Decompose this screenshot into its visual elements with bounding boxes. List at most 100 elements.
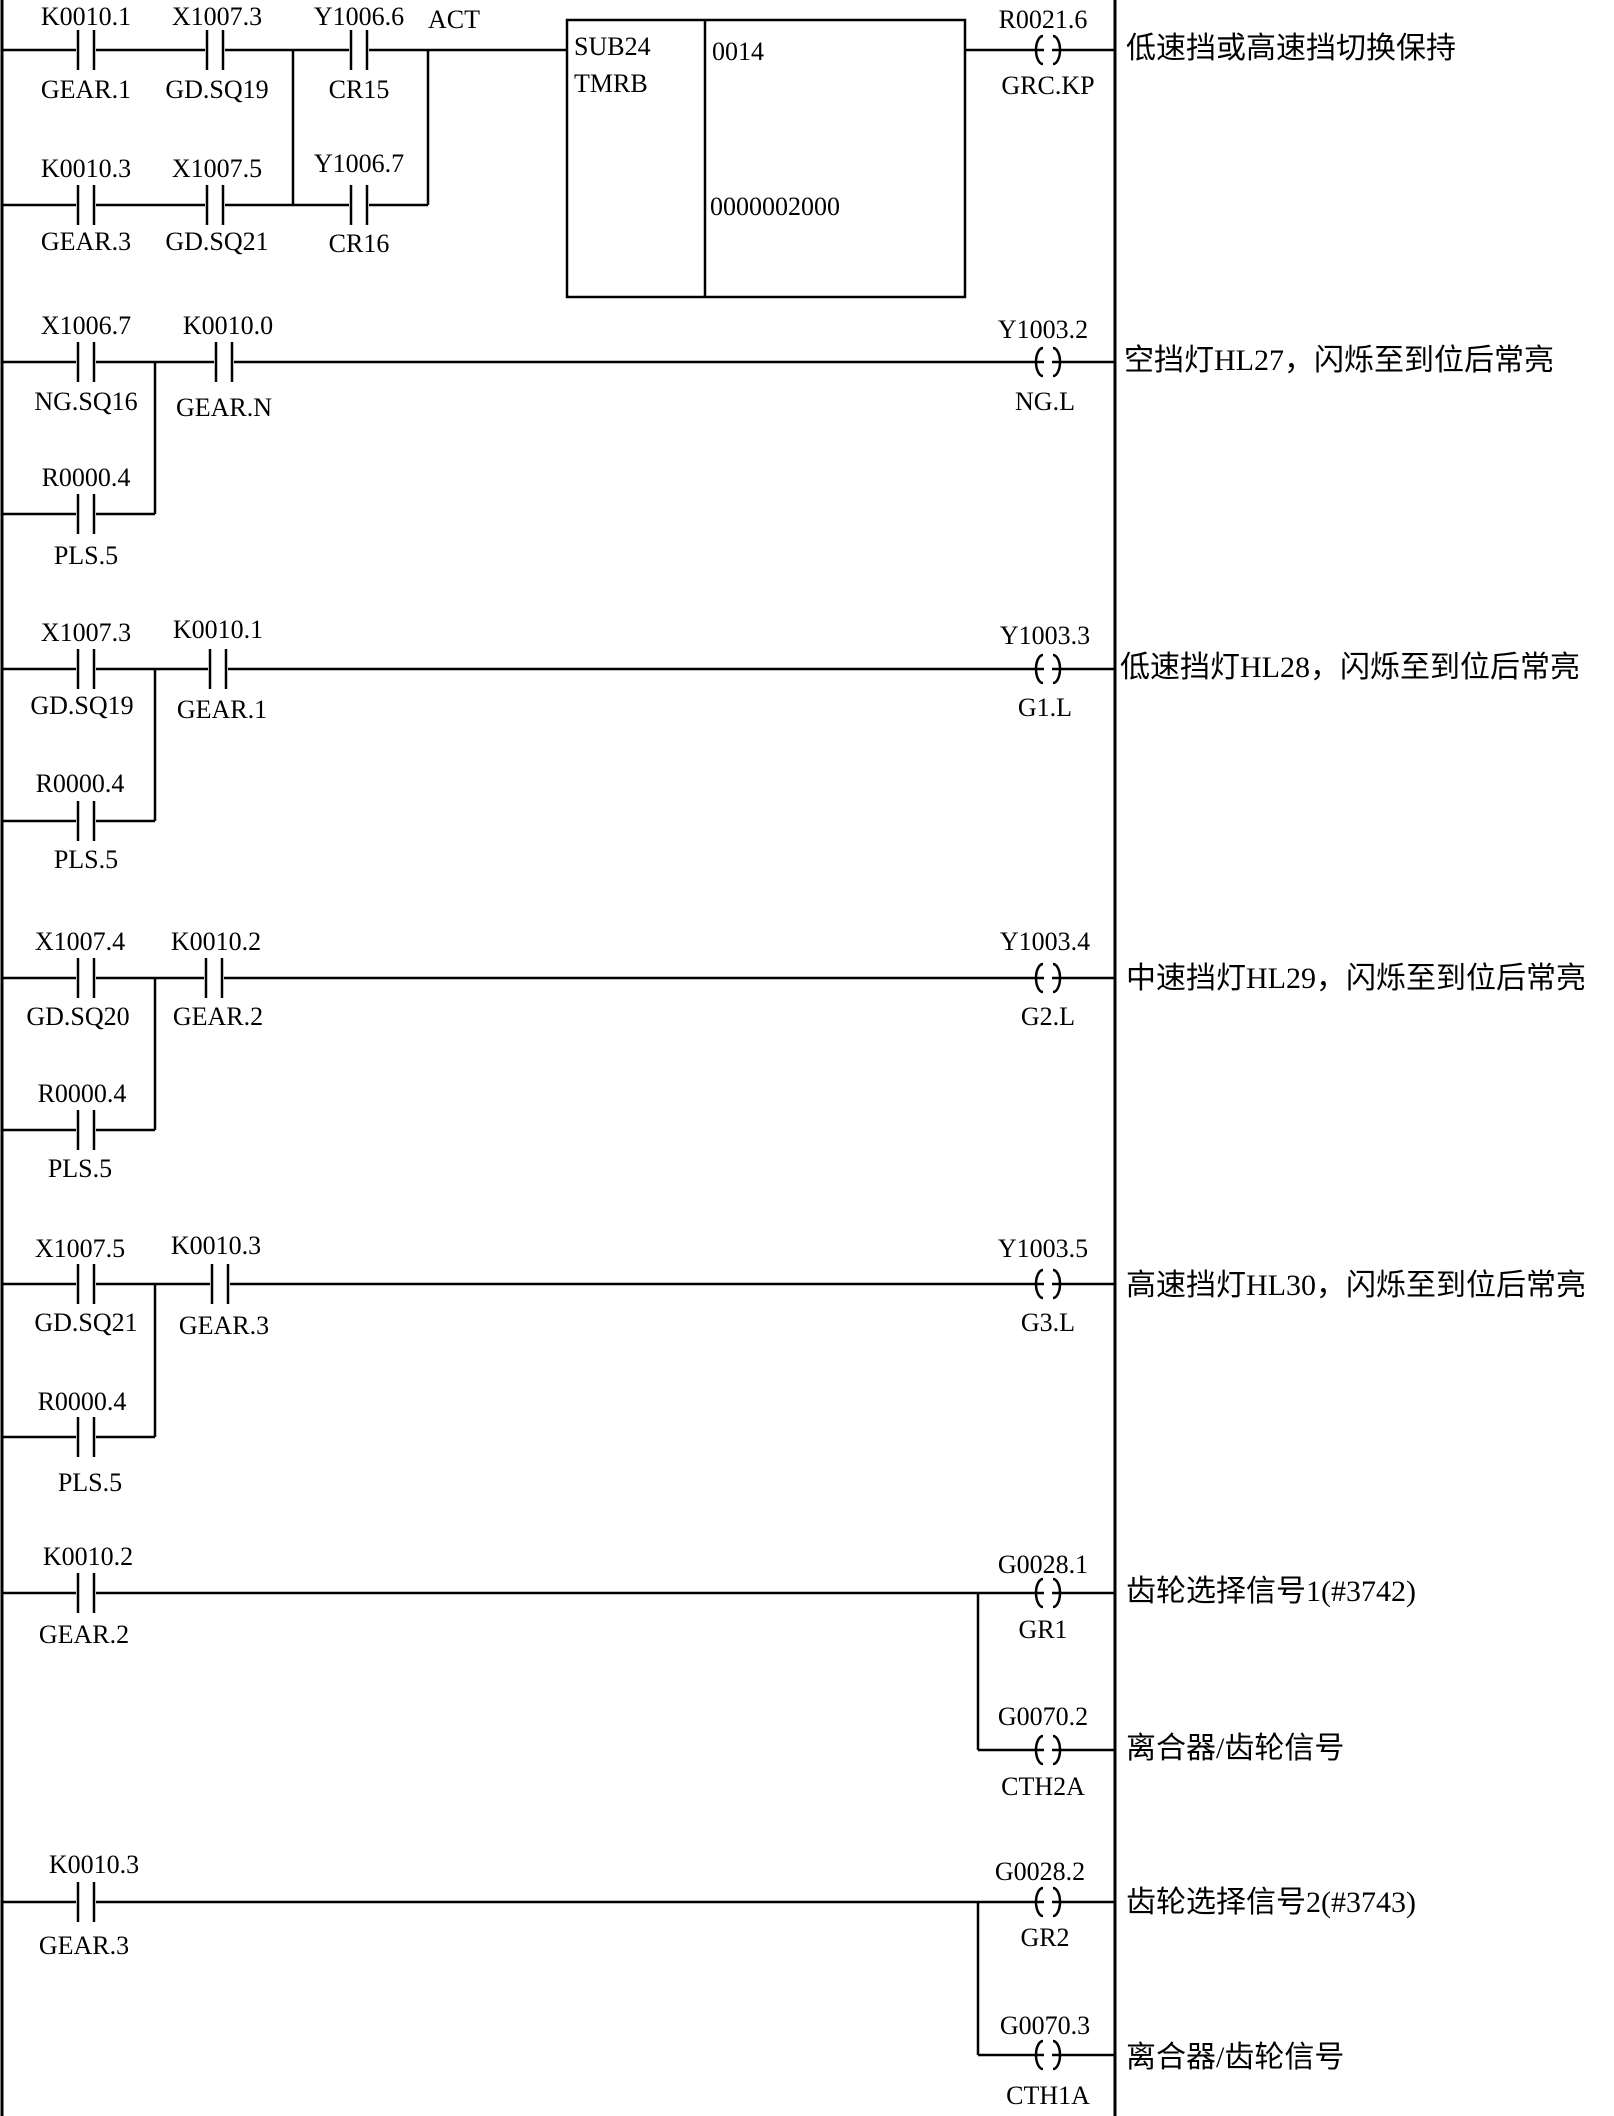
contact-address: K0010.2 <box>43 1542 133 1571</box>
contact-symbol: GEAR.N <box>176 393 272 422</box>
coil-symbol: CTH2A <box>1001 1772 1085 1801</box>
contact-symbol: GEAR.3 <box>179 1311 269 1340</box>
coil-address: G0028.2 <box>995 1857 1085 1886</box>
contact: X1007.3 GD.SQ19 <box>165 2 268 104</box>
contact-address: K0010.0 <box>183 311 273 340</box>
contact-address: X1007.5 <box>35 1234 125 1263</box>
coil-address: G0028.1 <box>998 1550 1088 1579</box>
coil-comment: 低速挡或高速挡切换保持 <box>1126 32 1456 65</box>
contact-symbol: GEAR.2 <box>173 1002 263 1031</box>
coil-address: G0070.3 <box>1000 2011 1090 2040</box>
block-type: TMRB <box>574 69 648 98</box>
timer-function-block: SUB24 TMRB 0014 0000002000 <box>565 18 967 299</box>
coil-comment: 离合器/齿轮信号 <box>1126 2041 1344 2074</box>
coil: G0070.3 CTH1A <box>1000 2011 1090 2110</box>
coil-symbol: NG.L <box>1015 387 1075 416</box>
coil-symbol: GR2 <box>1020 1923 1069 1952</box>
rung-3: X1007.3 GD.SQ19 K0010.1 GEAR.1 R0000.4 P… <box>2 615 1580 874</box>
rung-6: K0010.2 GEAR.2 G0028.1 GR1 齿轮选择信号1(#3742… <box>2 1542 1416 1801</box>
rung-1: K0010.1 GEAR.1 X1007.3 GD.SQ19 Y1006.6 C… <box>2 2 1456 299</box>
contact-symbol: GEAR.3 <box>41 227 131 256</box>
contact-symbol: PLS.5 <box>54 845 118 874</box>
timer-number: 0014 <box>712 37 764 66</box>
contact-address: Y1006.6 <box>314 2 404 31</box>
coil-address: Y1003.2 <box>998 315 1088 344</box>
contact: R0000.4 PLS.5 <box>38 1387 127 1497</box>
contact-symbol: GD.SQ19 <box>165 75 268 104</box>
contact-address: K0010.3 <box>49 1850 139 1879</box>
coil-symbol: GRC.KP <box>1001 71 1094 100</box>
coil-comment: 中速挡灯HL29，闪烁至到位后常亮 <box>1126 962 1586 995</box>
contact-symbol: PLS.5 <box>58 1468 122 1497</box>
contact-address: X1006.7 <box>41 311 131 340</box>
rung-4: X1007.4 GD.SQ20 K0010.2 GEAR.2 R0000.4 P… <box>2 927 1586 1183</box>
coil-comment: 空挡灯HL27，闪烁至到位后常亮 <box>1124 344 1554 377</box>
contact: X1006.7 NG.SQ16 <box>34 311 137 416</box>
coil: G0070.2 CTH2A <box>998 1702 1088 1801</box>
preset-value: 0000002000 <box>710 192 840 221</box>
contact-address: R0000.4 <box>36 769 125 798</box>
contact-symbol: NG.SQ16 <box>34 387 137 416</box>
rails <box>0 0 1117 2116</box>
contact-symbol: GD.SQ21 <box>165 227 268 256</box>
coil-symbol: GR1 <box>1018 1615 1067 1644</box>
rung-5: X1007.5 GD.SQ21 K0010.3 GEAR.3 R0000.4 P… <box>2 1231 1586 1497</box>
contact-address: K0010.1 <box>41 2 131 31</box>
coil: G0028.2 GR2 <box>995 1857 1085 1952</box>
contact: R0000.4 PLS.5 <box>42 463 131 570</box>
contact-address: X1007.3 <box>172 2 262 31</box>
contact: K0010.0 GEAR.N <box>176 311 273 422</box>
contact-symbol: GEAR.1 <box>177 695 267 724</box>
contact-address: K0010.2 <box>171 927 261 956</box>
contact-symbol: GEAR.3 <box>39 1931 129 1960</box>
contact-address: Y1006.7 <box>314 149 404 178</box>
coil-comment: 齿轮选择信号2(#3743) <box>1126 1886 1416 1919</box>
contact-symbol: PLS.5 <box>54 541 118 570</box>
coil-comment: 低速挡灯HL28，闪烁至到位后常亮 <box>1120 651 1580 684</box>
contact: R0000.4 PLS.5 <box>36 769 125 874</box>
contact: Y1006.6 CR15 <box>314 2 404 104</box>
contact: K0010.2 GEAR.2 <box>171 927 263 1031</box>
contact-symbol: CR16 <box>329 229 390 258</box>
contact-symbol: CR15 <box>329 75 390 104</box>
coil-address: Y1003.3 <box>1000 621 1090 650</box>
coil: Y1003.3 G1.L <box>1000 621 1090 722</box>
coil-address: R0021.6 <box>999 5 1088 34</box>
coil-symbol: G1.L <box>1018 693 1072 722</box>
contact-address: K0010.3 <box>171 1231 261 1260</box>
coil: Y1003.4 G2.L <box>1000 927 1090 1031</box>
contact: K0010.1 GEAR.1 <box>41 2 131 104</box>
coil-comment: 齿轮选择信号1(#3742) <box>1126 1575 1416 1608</box>
enable-label: ACT <box>428 5 480 34</box>
contact: X1007.4 GD.SQ20 <box>26 927 129 1031</box>
contact: K0010.1 GEAR.1 <box>173 615 267 724</box>
contact-symbol: GEAR.2 <box>39 1620 129 1649</box>
contact-symbol: GD.SQ21 <box>34 1308 137 1337</box>
contact-address: R0000.4 <box>38 1079 127 1108</box>
coil-symbol: CTH1A <box>1006 2081 1090 2110</box>
contact-address: R0000.4 <box>38 1387 127 1416</box>
contact: R0000.4 PLS.5 <box>38 1079 127 1183</box>
coil-address: G0070.2 <box>998 1702 1088 1731</box>
contact-address: R0000.4 <box>42 463 131 492</box>
contact: Y1006.7 CR16 <box>314 149 404 258</box>
contact: X1007.5 GD.SQ21 <box>165 154 268 256</box>
rung-2: X1006.7 NG.SQ16 K0010.0 GEAR.N R0000.4 P… <box>2 311 1554 570</box>
contact-symbol: GD.SQ20 <box>26 1002 129 1031</box>
coil-address: Y1003.4 <box>1000 927 1090 956</box>
contact-address: X1007.5 <box>172 154 262 183</box>
contact: X1007.3 GD.SQ19 <box>30 618 133 720</box>
contact: K0010.3 GEAR.3 <box>39 1850 139 1960</box>
contact-address: K0010.1 <box>173 615 263 644</box>
block-name: SUB24 <box>574 32 651 61</box>
coil-comment: 高速挡灯HL30，闪烁至到位后常亮 <box>1126 1269 1586 1302</box>
coil-address: Y1003.5 <box>998 1234 1088 1263</box>
coil: G0028.1 GR1 <box>998 1550 1088 1644</box>
contact: K0010.3 GEAR.3 <box>41 154 131 256</box>
contact-address: K0010.3 <box>41 154 131 183</box>
coil: R0021.6 GRC.KP <box>999 5 1095 100</box>
contact-symbol: GD.SQ19 <box>30 691 133 720</box>
contact: K0010.3 GEAR.3 <box>171 1231 269 1340</box>
contact-address: X1007.4 <box>35 927 125 956</box>
coil-symbol: G2.L <box>1021 1002 1075 1031</box>
